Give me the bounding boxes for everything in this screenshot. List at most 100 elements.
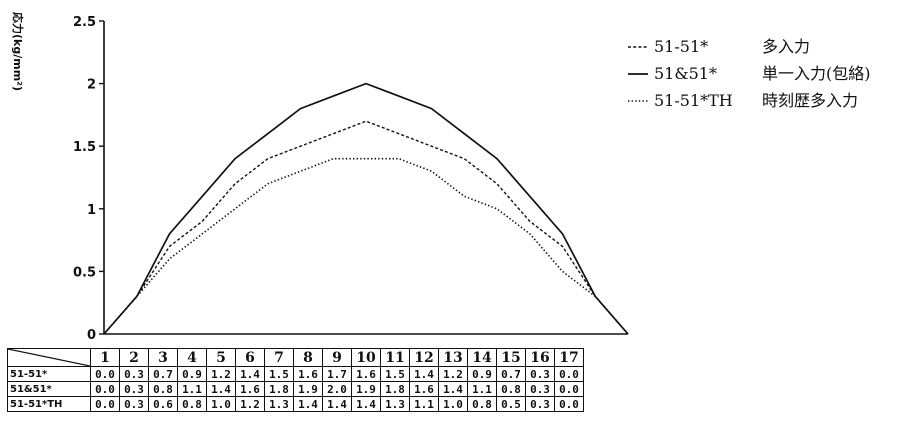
table-column-header: 5 (206, 348, 236, 367)
table-cell: 1.6 (235, 381, 265, 397)
series-lines (103, 82, 629, 335)
table-cell: 1.4 (206, 381, 236, 397)
table-cell: 0.0 (90, 366, 120, 382)
table-cell: 1.1 (177, 381, 207, 397)
table-row-label: 51-51* (7, 366, 91, 382)
table-cell: 1.4 (235, 366, 265, 382)
y-tick-label: 2 (87, 78, 96, 93)
y-tick-label: 2.5 (73, 15, 96, 30)
table-cell: 0.0 (554, 366, 584, 382)
table-row-label: 51&51* (7, 381, 91, 397)
table-cell: 1.4 (293, 396, 323, 412)
legend: 51-51* 多入力 51&51* 単一入力(包絡) 51-51*TH 時刻歴多入力 (628, 37, 871, 110)
table-cell: 1.6 (293, 366, 323, 382)
table-cell: 1.6 (351, 366, 381, 382)
legend-series-name: 51-51*TH (654, 91, 733, 110)
table-cell: 1.2 (235, 396, 265, 412)
table-cell: 1.4 (438, 381, 468, 397)
table-cell: 1.4 (322, 396, 352, 412)
table-cell: 1.4 (351, 396, 381, 412)
table-column-header: 14 (467, 348, 497, 367)
table-cell: 0.8 (496, 381, 526, 397)
table-cell: 0.0 (554, 396, 584, 412)
table-column-header: 6 (235, 348, 265, 367)
table-cell: 1.5 (380, 366, 410, 382)
table-cell: 0.3 (119, 381, 149, 397)
table-cell: 0.3 (525, 381, 555, 397)
table-cell: 1.7 (322, 366, 352, 382)
table-cell: 1.2 (206, 366, 236, 382)
table-column-header: 16 (525, 348, 555, 367)
legend-series-label: 多入力 (762, 37, 810, 56)
table-column-header: 12 (409, 348, 439, 367)
table-cell: 1.9 (293, 381, 323, 397)
table-column-header: 15 (496, 348, 526, 367)
table-cell: 0.3 (525, 366, 555, 382)
table-cell: 0.0 (554, 381, 584, 397)
y-tick-label: 1.5 (73, 140, 96, 155)
table-cell: 1.1 (467, 381, 497, 397)
table-cell: 0.9 (177, 366, 207, 382)
table-cell: 1.9 (351, 381, 381, 397)
table-column-header: 7 (264, 348, 294, 367)
table-cell: 1.0 (438, 396, 468, 412)
y-tick-label: 0 (87, 328, 96, 343)
y-tick-label: 1 (87, 203, 96, 218)
table-column-header: 3 (148, 348, 178, 367)
table-column-header: 1 (90, 348, 120, 367)
legend-series-label: 単一入力(包絡) (762, 64, 871, 83)
corner-diagonal (8, 349, 90, 366)
table-column-header: 13 (438, 348, 468, 367)
table-cell: 1.2 (438, 366, 468, 382)
table-cell: 0.3 (119, 396, 149, 412)
y-axis-label-text: 応力(kg/mm²) (11, 12, 25, 91)
axes (103, 21, 628, 335)
table-column-header: 8 (293, 348, 323, 367)
table-cell: 1.8 (380, 381, 410, 397)
table-cell: 0.3 (119, 366, 149, 382)
table-cell: 0.7 (148, 366, 178, 382)
series-line-51&51* (103, 82, 629, 335)
table-column-header: 9 (322, 348, 352, 367)
table-cell: 0.5 (496, 396, 526, 412)
table-cell: 1.4 (409, 366, 439, 382)
table-cell: 0.9 (467, 366, 497, 382)
table-cell: 0.0 (90, 381, 120, 397)
table-cell: 0.8 (148, 381, 178, 397)
table-cell: 1.5 (264, 366, 294, 382)
series-line-51-51*TH (103, 157, 629, 335)
table-cell: 1.3 (380, 396, 410, 412)
table-cell: 1.1 (409, 396, 439, 412)
table-column-header: 10 (351, 348, 381, 367)
series-line-51-51* (103, 120, 629, 335)
table-column-header: 11 (380, 348, 410, 367)
legend-series-name: 51&51* (654, 64, 717, 83)
table-cell: 1.3 (264, 396, 294, 412)
table-column-header: 4 (177, 348, 207, 367)
table-cell: 1.6 (409, 381, 439, 397)
table-cell: 0.6 (148, 396, 178, 412)
table-cell: 0.7 (496, 366, 526, 382)
legend-series-label: 時刻歴多入力 (762, 91, 858, 110)
table-cell: 2.0 (322, 381, 352, 397)
table-column-header: 17 (554, 348, 584, 367)
table-cell: 1.0 (206, 396, 236, 412)
y-ticks: 0 0.5 1 1.5 2 2.5 (73, 15, 104, 343)
table-cell: 1.8 (264, 381, 294, 397)
table-cell: 0.0 (90, 396, 120, 412)
table-corner-cell (7, 348, 91, 367)
table-cell: 0.8 (177, 396, 207, 412)
y-tick-label: 0.5 (73, 265, 96, 280)
legend-series-name: 51-51* (654, 37, 708, 56)
table-cell: 0.3 (525, 396, 555, 412)
table-column-header: 2 (119, 348, 149, 367)
y-axis-label: 応力(kg/mm²) (11, 12, 25, 91)
table-cell: 0.8 (467, 396, 497, 412)
table-row-label: 51-51*TH (7, 396, 91, 412)
